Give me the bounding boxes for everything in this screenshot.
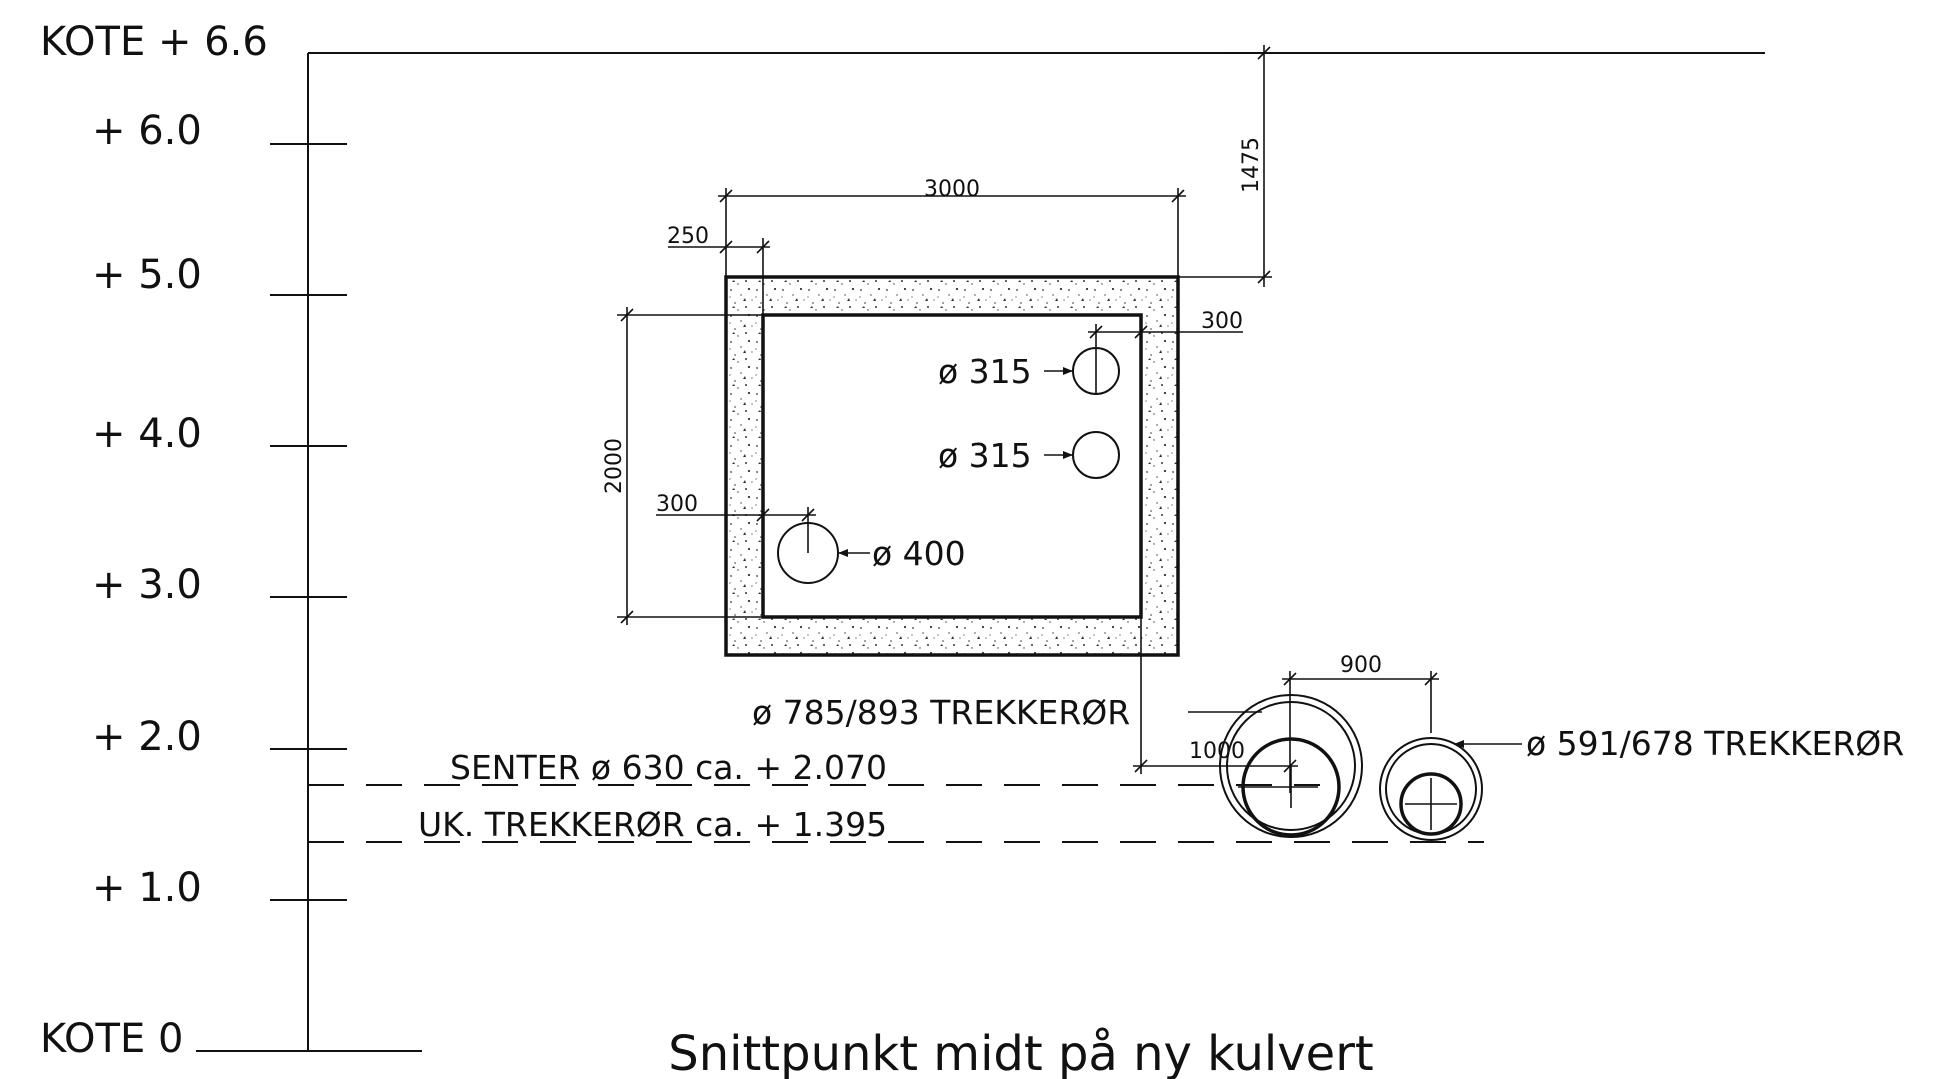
- label-pipe-upper-2: ø 315: [938, 436, 1032, 475]
- level-label-4-0: + 4.0: [92, 411, 202, 457]
- dim-culvert-width: 3000: [924, 177, 980, 202]
- dimension-labels: 3000 250 1475 2000 300 300 900 1000: [602, 137, 1382, 764]
- label-center-line: SENTER ø 630 ca. + 2.070: [450, 748, 887, 787]
- duct-small-pipe: [1399, 772, 1463, 836]
- level-label-kote-0: KOTE 0: [40, 1016, 183, 1062]
- pipe-circle-upper-2: [1072, 431, 1120, 479]
- level-axis: [196, 52, 1765, 1052]
- duct-large-inner: [1226, 701, 1356, 831]
- duct-small-outer: [1379, 737, 1483, 841]
- dim-pipe-spacing: 900: [1340, 653, 1382, 678]
- label-pipe-upper-1: ø 315: [938, 352, 1032, 391]
- label-pipe-lower: ø 400: [872, 534, 966, 573]
- dim-pipe-offset-right: 300: [1201, 309, 1243, 334]
- dim-inner-height: 2000: [602, 438, 627, 494]
- dim-wall-thickness: 250: [667, 224, 709, 249]
- label-duct-large: ø 785/893 TREKKERØR: [752, 693, 1130, 732]
- drawing-title: Snittpunkt midt på ny kulvert: [668, 1026, 1374, 1079]
- label-duct-small: ø 591/678 TREKKERØR: [1526, 724, 1904, 763]
- reference-lines: SENTER ø 630 ca. + 2.070 UK. TREKKERØR c…: [308, 748, 1484, 844]
- pipe-labels: ø 315 ø 315 ø 400 ø 785/893 TREKKERØR ø …: [752, 352, 1904, 763]
- dimension-lines: [617, 45, 1439, 793]
- dim-pipe-offset-culvert: 1000: [1189, 739, 1245, 764]
- dim-depth-to-top: 1475: [1239, 137, 1264, 193]
- level-label-1-0: + 1.0: [92, 865, 202, 911]
- level-label-2-0: + 2.0: [92, 714, 202, 760]
- dim-pipe-offset-left: 300: [656, 492, 698, 517]
- level-label-kote-6-6: KOTE + 6.6: [40, 19, 268, 65]
- duct-large-outer: [1219, 694, 1363, 838]
- level-label-5-0: + 5.0: [92, 252, 202, 298]
- level-labels: KOTE + 6.6 + 6.0 + 5.0 + 4.0 + 3.0 + 2.0…: [40, 19, 268, 1062]
- ducts: [1219, 694, 1483, 841]
- level-label-3-0: + 3.0: [92, 562, 202, 608]
- label-bottom-line: UK. TREKKERØR ca. + 1.395: [418, 805, 887, 844]
- level-label-6-0: + 6.0: [92, 108, 202, 154]
